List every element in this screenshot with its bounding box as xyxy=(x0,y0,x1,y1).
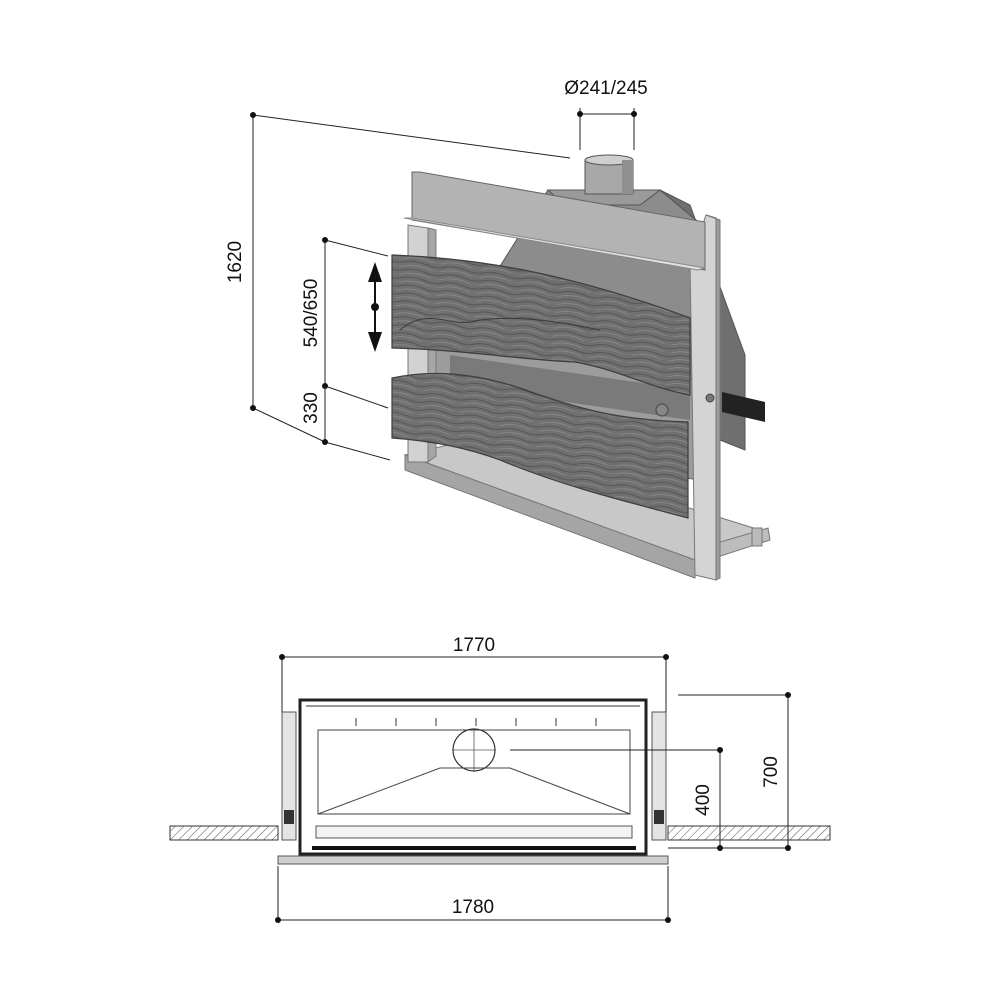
double-arrow-icon xyxy=(368,262,382,352)
plan-width-bottom-label: 1780 xyxy=(452,897,494,918)
flue-diameter-label: Ø241/245 xyxy=(564,78,647,99)
total-height-label: 1620 xyxy=(225,241,246,283)
isometric-view xyxy=(391,154,771,581)
plan-view: 1770 1780 700 400 xyxy=(169,635,831,923)
flue-pipe xyxy=(584,154,634,195)
iso-dimensions: Ø241/245 1620 540/650 330 xyxy=(225,78,648,461)
plan-depth-label: 700 xyxy=(761,756,782,788)
upper-log-panel xyxy=(391,254,691,396)
flue-offset-label: 400 xyxy=(693,784,714,816)
plan-firebox xyxy=(298,698,648,856)
lower-log-panel xyxy=(391,372,689,519)
door-travel-label: 540/650 xyxy=(301,279,322,348)
base-height-label: 330 xyxy=(301,392,322,424)
plan-base-plate xyxy=(277,855,669,865)
lintel-beam xyxy=(411,171,706,271)
plan-width-top-label: 1770 xyxy=(453,635,495,656)
door-handle xyxy=(722,392,765,422)
